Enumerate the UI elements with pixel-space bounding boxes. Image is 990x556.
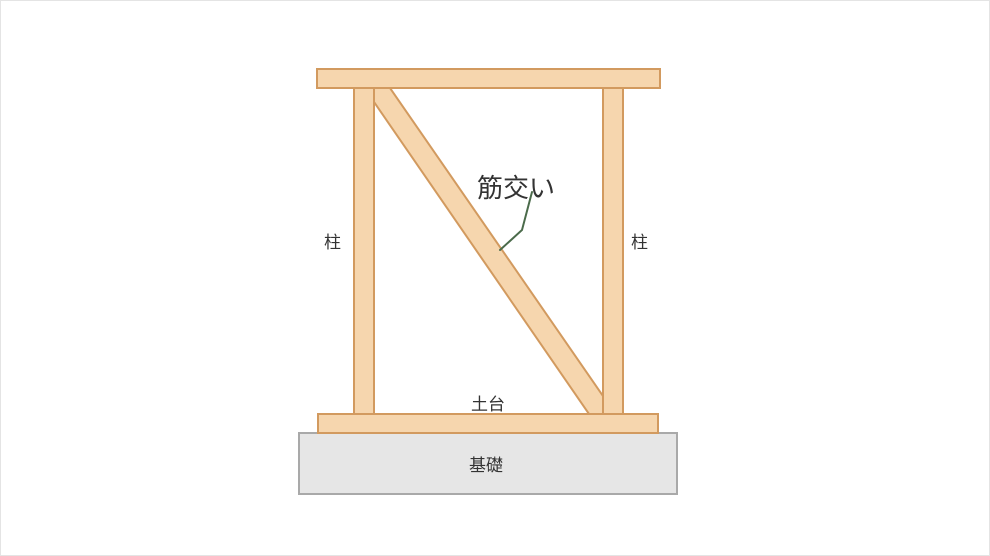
foundation-label: 基礎 [469,456,503,476]
brace-leader-line [499,191,533,251]
brace-label: 筋交い [477,174,555,204]
sill-label: 土台 [471,395,505,415]
post-left [353,87,375,415]
sill-plate [317,413,659,434]
post-right [602,87,624,415]
post-label-right: 柱 [631,233,648,253]
foundation [298,432,678,495]
diagonal-brace [373,87,604,415]
top-plate [316,68,661,89]
post-label-left: 柱 [324,233,341,253]
